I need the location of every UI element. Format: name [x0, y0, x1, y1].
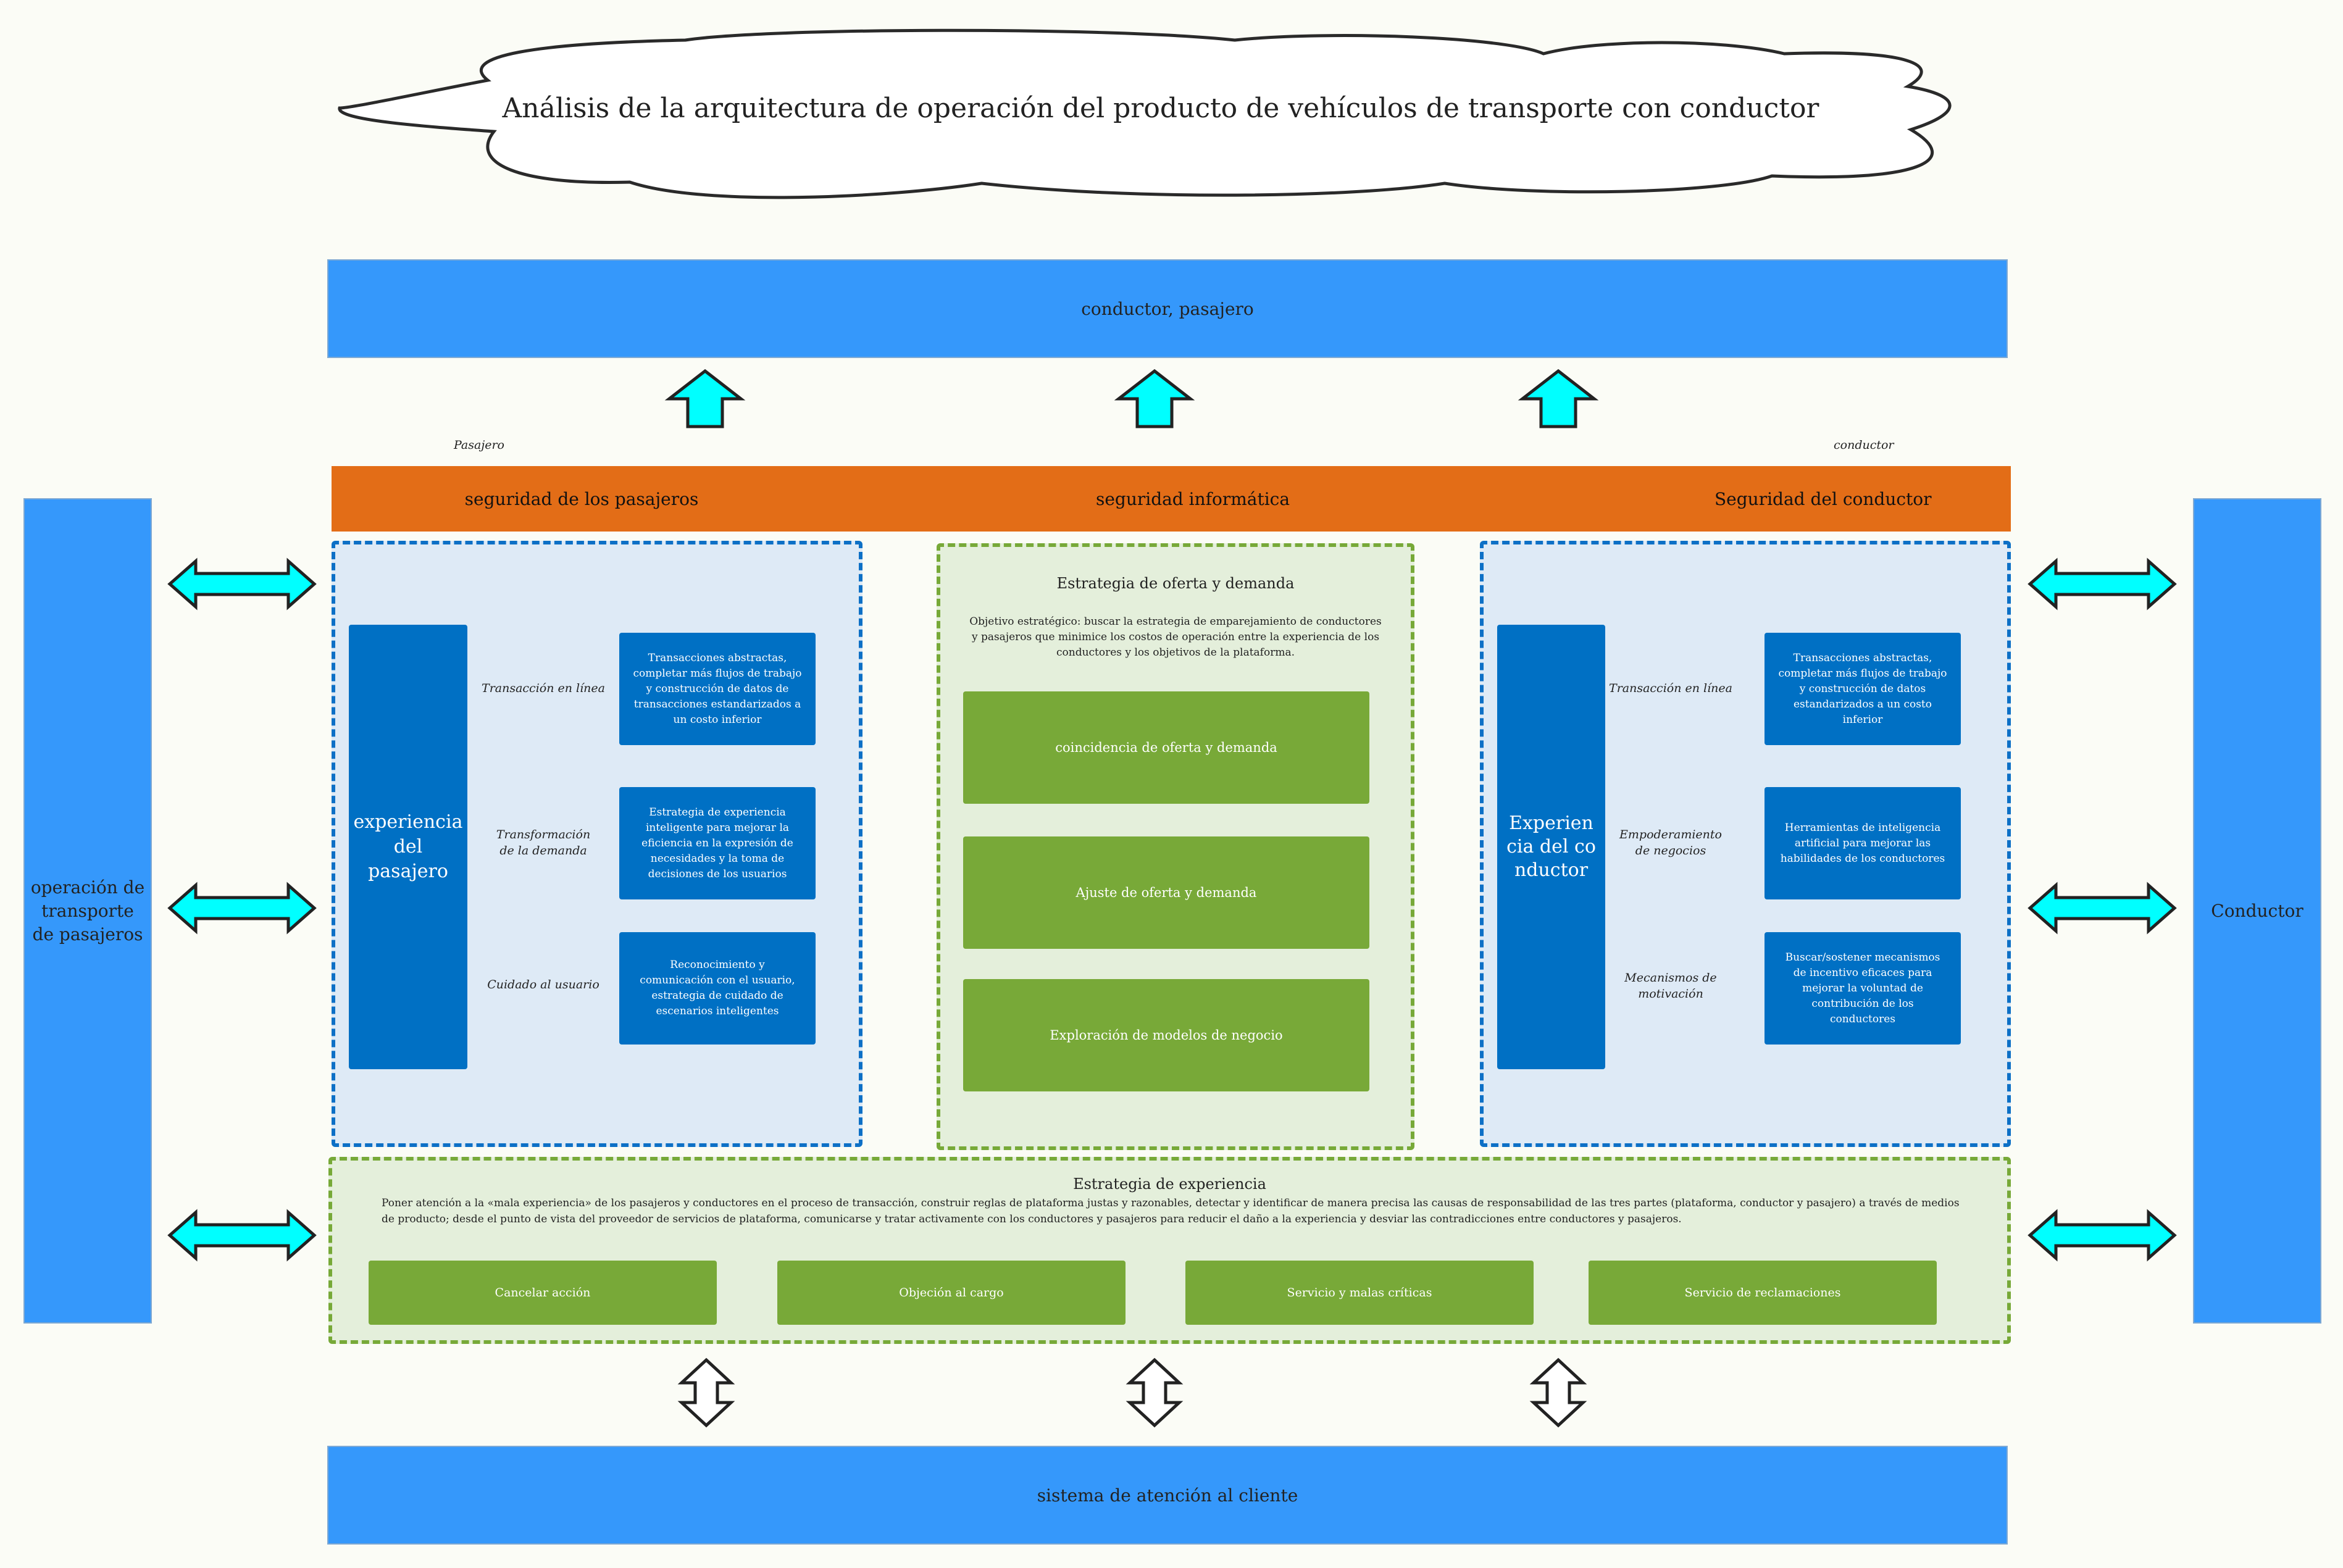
double-arrow-icon	[167, 557, 317, 611]
bottom-bar-atencion-cliente: sistema de atención al cliente	[327, 1446, 2008, 1545]
vertical-double-arrow-icon	[1529, 1357, 1587, 1428]
driver-experience-title: Experiencia del conductor	[1497, 625, 1605, 1069]
up-arrow-icon	[1518, 369, 1599, 428]
driver-row-label: Transacción en línea	[1609, 682, 1732, 695]
double-arrow-icon	[167, 882, 317, 935]
label-conductor: conductor	[1834, 438, 1894, 452]
vertical-double-arrow-icon	[1126, 1357, 1184, 1428]
supply-demand-title: Estrategia de oferta y demanda	[1056, 575, 1295, 592]
title-cloud	[338, 28, 1952, 199]
driver-row-label: Empoderamiento de negocios	[1619, 828, 1722, 857]
label-pasajero: Pasajero	[454, 438, 504, 452]
experience-strategy-title: Estrategia de experiencia	[1073, 1175, 1266, 1193]
security-driver: Seguridad del conductor	[1714, 488, 1932, 509]
experience-button-cancelar: Cancelar acción	[369, 1261, 717, 1325]
supply-demand-item: Ajuste de oferta y demanda	[963, 836, 1369, 949]
supply-demand-item: coincidencia de oferta y demanda	[963, 691, 1369, 804]
driver-row-box: Buscar/sostener mecanismos de incentivo …	[1765, 932, 1961, 1045]
left-column-operacion: operación de transporte de pasajeros	[23, 498, 152, 1324]
experience-button-objecion: Objeción al cargo	[777, 1261, 1126, 1325]
vertical-double-arrow-icon	[677, 1357, 735, 1428]
passenger-row-label: Transacción en línea	[482, 682, 605, 695]
security-passengers: seguridad de los pasajeros	[464, 488, 699, 509]
supply-demand-objective: Objetivo estratégico: buscar la estrateg…	[969, 615, 1382, 659]
passenger-row-box: Estrategia de experiencia inteligente pa…	[619, 787, 816, 899]
driver-row-box: Herramientas de inteligencia artificial …	[1765, 787, 1961, 899]
driver-row-box: Transacciones abstractas, completar más …	[1765, 633, 1961, 745]
double-arrow-icon	[2028, 882, 2177, 935]
passenger-row-label: Cuidado al usuario	[487, 978, 599, 991]
right-column-conductor: Conductor	[2193, 498, 2321, 1324]
passenger-experience-title: experiencia del pasajero	[349, 625, 467, 1069]
passenger-row-label: Transformación de la demanda	[496, 828, 591, 857]
top-bar-conductor-pasajero: conductor, pasajero	[327, 259, 2008, 358]
experience-button-reclamaciones: Servicio de reclamaciones	[1589, 1261, 1937, 1325]
security-bar: seguridad de los pasajeros seguridad inf…	[332, 466, 2011, 532]
security-it: seguridad informática	[1095, 488, 1290, 509]
experience-button-servicio: Servicio y malas críticas	[1185, 1261, 1534, 1325]
passenger-row-box: Reconocimiento y comunicación con el usu…	[619, 932, 816, 1045]
passenger-row-box: Transacciones abstractas, completar más …	[619, 633, 816, 745]
double-arrow-icon	[167, 1209, 317, 1262]
up-arrow-icon	[1114, 369, 1195, 428]
page-title: Análisis de la arquitectura de operación…	[502, 92, 1819, 124]
experience-strategy-text: Poner atención a la «mala experiencia» d…	[382, 1197, 1960, 1225]
driver-row-label: Mecanismos de motivación	[1624, 971, 1717, 1001]
supply-demand-item: Exploración de modelos de negocio	[963, 979, 1369, 1091]
double-arrow-icon	[2028, 1209, 2177, 1262]
up-arrow-icon	[664, 369, 746, 428]
double-arrow-icon	[2028, 557, 2177, 611]
